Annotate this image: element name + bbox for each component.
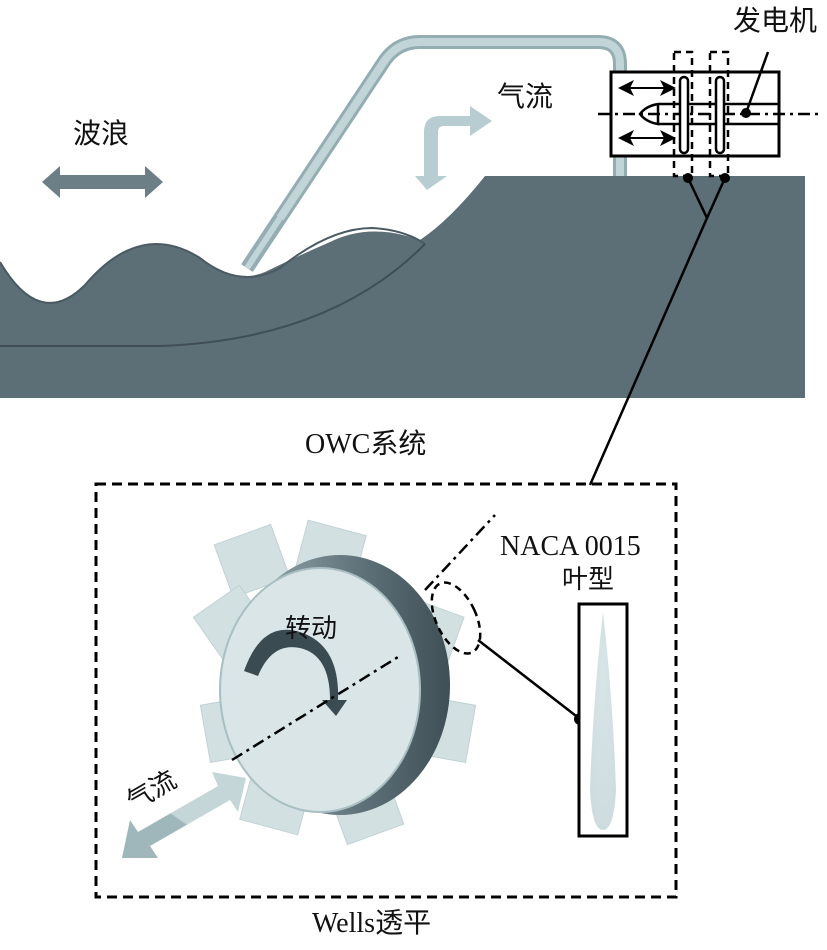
generator-label: 发电机	[733, 5, 817, 37]
wells-turbine-inset: 转动 NACA 0015 叶型 气流	[94, 482, 678, 899]
land-mass	[0, 176, 805, 398]
double-arrow-upper-icon	[618, 80, 676, 96]
air-duct-inner	[243, 38, 624, 271]
callout-leader	[477, 639, 581, 720]
water-surface-wave	[0, 226, 426, 304]
wave-double-arrow-icon	[42, 166, 163, 198]
naca-airfoil-shape	[590, 612, 616, 830]
wave-label: 波浪	[73, 118, 129, 150]
chamber-curve	[0, 243, 426, 347]
turbine-hub-face	[219, 567, 421, 813]
airfoil-name-label: NACA 0015	[500, 531, 641, 562]
wells-turbine-label: Wells透平	[312, 908, 431, 939]
double-arrow-lower-icon	[618, 130, 676, 146]
blade-callout	[430, 581, 482, 655]
rotation-label: 转动	[285, 614, 337, 643]
inset-frame	[94, 482, 678, 899]
owc-system-label: OWC系统	[305, 428, 426, 460]
airfoil-type-label: 叶型	[562, 565, 614, 594]
owc-system: 波浪 气流	[0, 5, 822, 486]
airflow-top-label: 气流	[497, 81, 553, 113]
airflow-bottom-label: 气流	[122, 765, 182, 816]
airflow-bent-arrow-icon	[415, 106, 492, 190]
generator-schematic	[598, 50, 822, 183]
airflow-double-arrow-icon	[122, 772, 246, 858]
turbine-rotor	[192, 514, 496, 846]
rotation-arrow-icon	[244, 629, 347, 716]
leader-to-wells-turbine	[588, 177, 727, 486]
